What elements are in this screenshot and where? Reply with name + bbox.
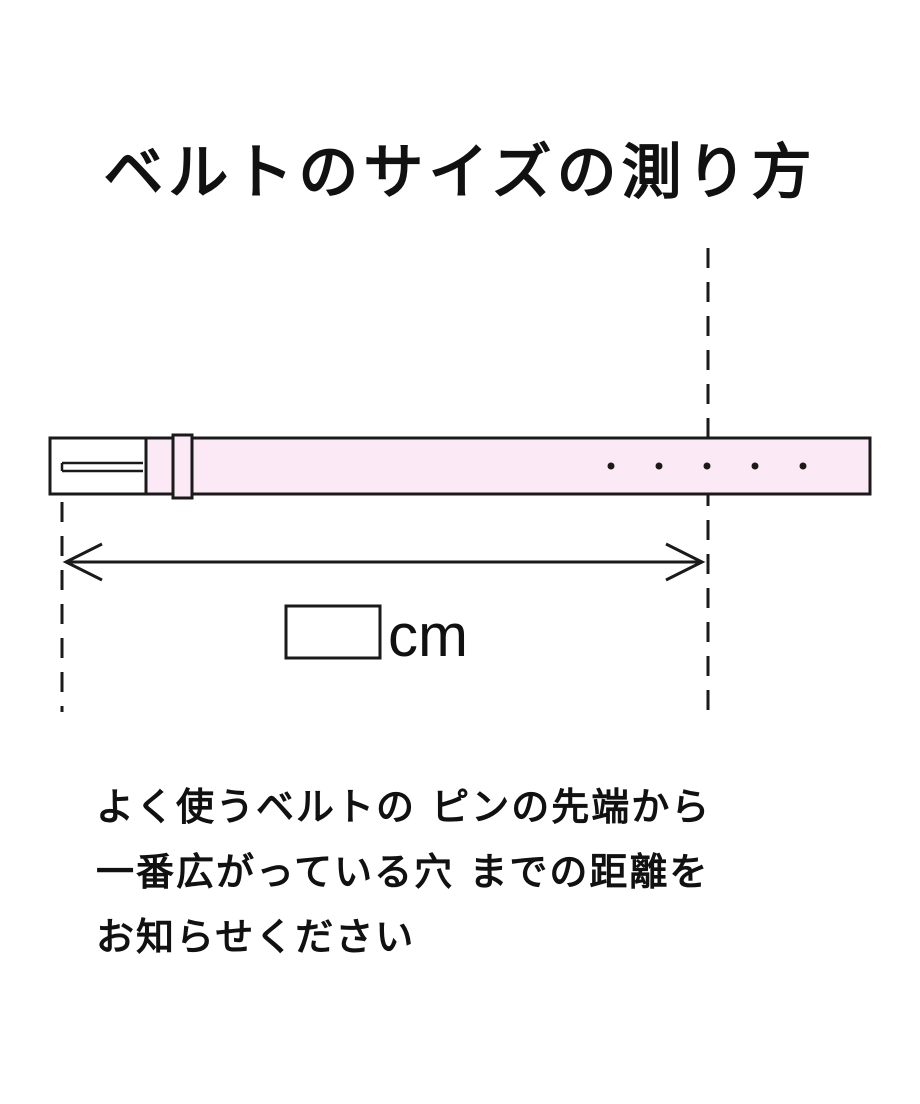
buckle-pin xyxy=(60,461,143,473)
belt-hole xyxy=(607,462,615,470)
measurement-unit-label: cm xyxy=(388,602,468,669)
page-title: ベルトのサイズの測り方 xyxy=(103,138,817,208)
instructions-text: よく使うベルトの ピンの先端から 一番広がっている穴 までの距離を お知らせくだ… xyxy=(96,775,896,970)
belt-hole xyxy=(703,462,711,470)
belt-buckle xyxy=(48,436,148,496)
measurement-arrow-right-head xyxy=(665,542,706,582)
measurement-value-box xyxy=(284,604,382,660)
belt-hole xyxy=(655,462,663,470)
belt-loop xyxy=(171,433,194,500)
belt-holes xyxy=(607,462,807,470)
measurement-arrow xyxy=(62,542,706,582)
instruction-line-1: よく使うベルトの ピンの先端から xyxy=(96,785,712,829)
belt-hole xyxy=(799,462,807,470)
instruction-line-3: お知らせください xyxy=(96,915,416,959)
belt-strap xyxy=(144,436,872,496)
measurement-arrow-left-head xyxy=(62,542,103,582)
belt-hole xyxy=(751,462,759,470)
instruction-line-2: 一番広がっている穴 までの距離を xyxy=(96,850,710,894)
